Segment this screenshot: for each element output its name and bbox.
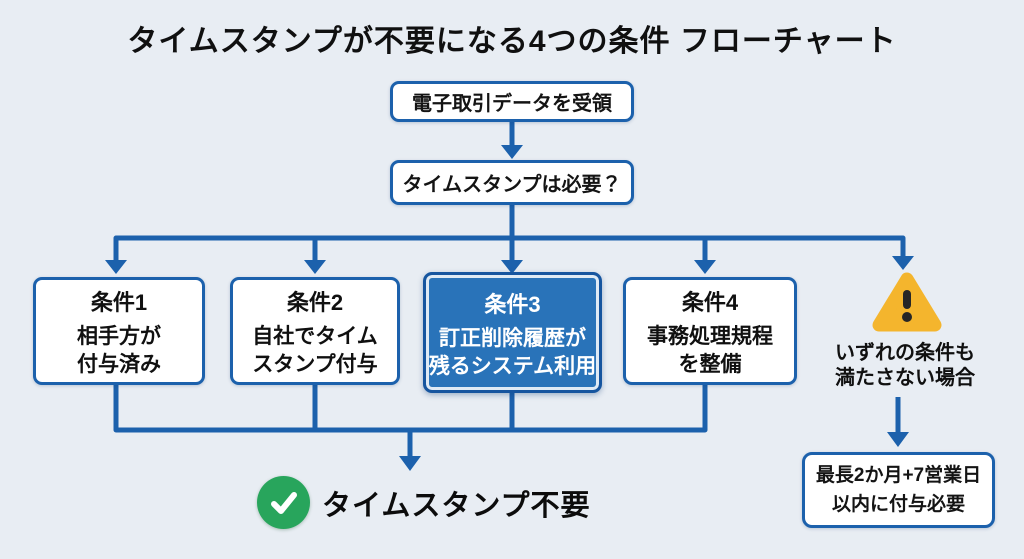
deadline-line-2: 以内に付与必要 xyxy=(831,494,965,515)
node-condition-4: 条件4 事務処理規程 を整備 xyxy=(623,277,797,385)
deadline-line-1: 最長2か月+7営業日 xyxy=(815,465,982,486)
condition-2-line-1: 自社でタイム xyxy=(252,325,378,348)
page-title: タイムスタンプが不要になる4つの条件 フローチャート xyxy=(127,25,897,58)
result-group: タイムスタンプ不要 xyxy=(257,475,591,530)
node-condition-2: 条件2 自社でタイム スタンプ付与 xyxy=(230,277,400,385)
no-condition-line-2: 満たさない場合 xyxy=(835,367,975,389)
warning-icon xyxy=(872,272,942,332)
condition-1-line-2: 付与済み xyxy=(77,353,161,376)
no-condition-label: いずれの条件も 満たさない場合 xyxy=(815,341,995,391)
condition-2-line-2: スタンプ付与 xyxy=(252,353,378,376)
condition-4-line-2: を整備 xyxy=(678,353,742,376)
node-condition-1: 条件1 相手方が 付与済み xyxy=(33,277,205,385)
node-timestamp-question: タイムスタンプは必要？ xyxy=(390,160,634,205)
condition-4-line-1: 事務処理規程 xyxy=(647,325,773,348)
node-timestamp-question-label: タイムスタンプは必要？ xyxy=(402,174,622,196)
condition-4-title: 条件4 xyxy=(681,290,739,315)
condition-1-title: 条件1 xyxy=(90,290,148,315)
node-deadline: 最長2か月+7営業日 以内に付与必要 xyxy=(802,452,995,528)
node-receive-data-label: 電子取引データを受領 xyxy=(412,93,612,115)
condition-1-line-1: 相手方が xyxy=(77,325,161,348)
node-receive-data: 電子取引データを受領 xyxy=(390,81,634,122)
condition-3-line-2: 残るシステム利用 xyxy=(428,354,597,378)
node-condition-3-highlighted: 条件3 訂正削除履歴が 残るシステム利用 xyxy=(423,272,602,393)
condition-3-line-1: 訂正削除履歴が xyxy=(439,326,586,350)
condition-2-title: 条件2 xyxy=(286,290,344,315)
check-icon xyxy=(257,476,310,529)
no-condition-line-1: いずれの条件も xyxy=(835,342,975,364)
condition-3-title: 条件3 xyxy=(484,291,541,317)
result-label: タイムスタンプ不要 xyxy=(322,489,591,522)
